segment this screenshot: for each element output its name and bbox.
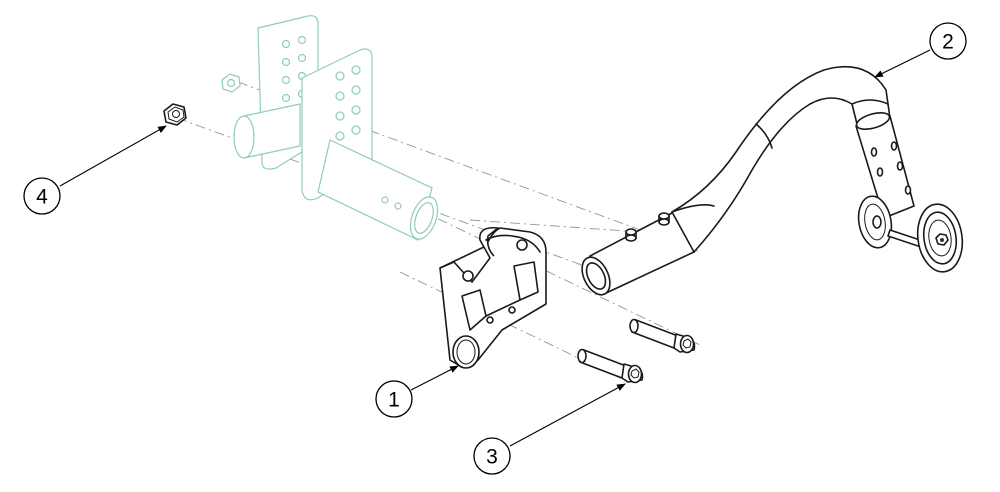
callout-1-label: 1 — [388, 389, 400, 412]
part-anti-tip-tube-assembly — [581, 66, 964, 296]
callout-2-label: 2 — [942, 31, 954, 54]
callout-3-label: 3 — [486, 446, 498, 469]
callout-4: 4 — [23, 177, 61, 215]
leader-lines — [59, 49, 931, 447]
ghost-frame-bracket — [233, 15, 439, 241]
part-pivot-housing — [439, 226, 547, 369]
ghost-hex-nut — [221, 73, 241, 93]
callout-1: 1 — [375, 380, 413, 418]
part-socket-bolt-lower — [577, 348, 644, 384]
callout-3: 3 — [473, 437, 511, 475]
callout-4-label: 4 — [36, 186, 48, 209]
callout-2: 2 — [929, 22, 967, 60]
part-hex-nut — [163, 103, 187, 126]
part-socket-bolt-upper — [629, 318, 696, 354]
